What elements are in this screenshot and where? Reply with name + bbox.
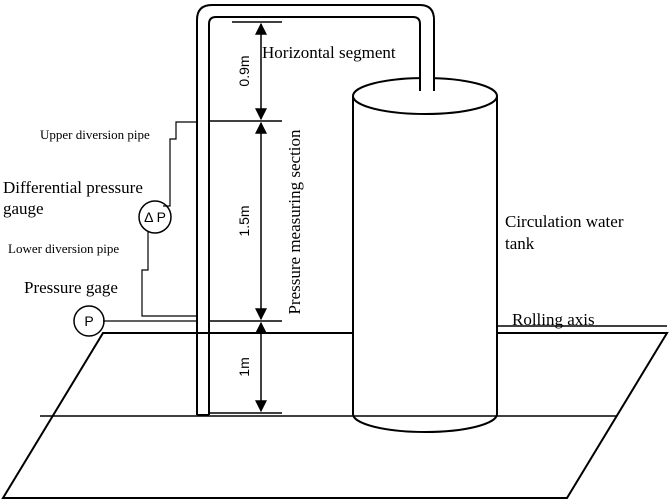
pressure-gage-symbol: P	[84, 313, 93, 329]
dimension-label-bottom: 1m	[236, 357, 252, 376]
pressure-measuring-section-label: Pressure measuring section	[285, 129, 304, 315]
lower-diversion-pipe	[141, 232, 197, 317]
dimension-lines	[209, 21, 282, 414]
pressure-gage: P	[73, 305, 105, 337]
horizontal-segment-label: Horizontal segment	[262, 43, 396, 62]
differential-pressure-gauge-label-1: Differential pressure	[3, 178, 143, 197]
diversion-pipes	[103, 121, 197, 322]
platform	[1, 332, 669, 499]
differential-gauge-symbol: Δ P	[144, 209, 166, 225]
dimension-label-top: 0.9m	[236, 55, 252, 86]
differential-pressure-gauge: Δ P	[138, 200, 172, 234]
upper-diversion-pipe	[163, 121, 197, 207]
upper-diversion-pipe-label: Upper diversion pipe	[40, 127, 150, 142]
circulation-water-tank-label-1: Circulation water	[505, 212, 624, 231]
pressure-gage-label: Pressure gage	[24, 278, 118, 297]
circulation-water-tank-label-2: tank	[505, 234, 535, 253]
dimension-label-middle: 1.5m	[236, 205, 252, 236]
differential-pressure-gauge-label-2: gauge	[3, 199, 44, 218]
circulation-water-tank	[352, 17, 498, 433]
rolling-axis-label: Rolling axis	[512, 310, 595, 329]
lower-diversion-pipe-label: Lower diversion pipe	[8, 241, 119, 256]
